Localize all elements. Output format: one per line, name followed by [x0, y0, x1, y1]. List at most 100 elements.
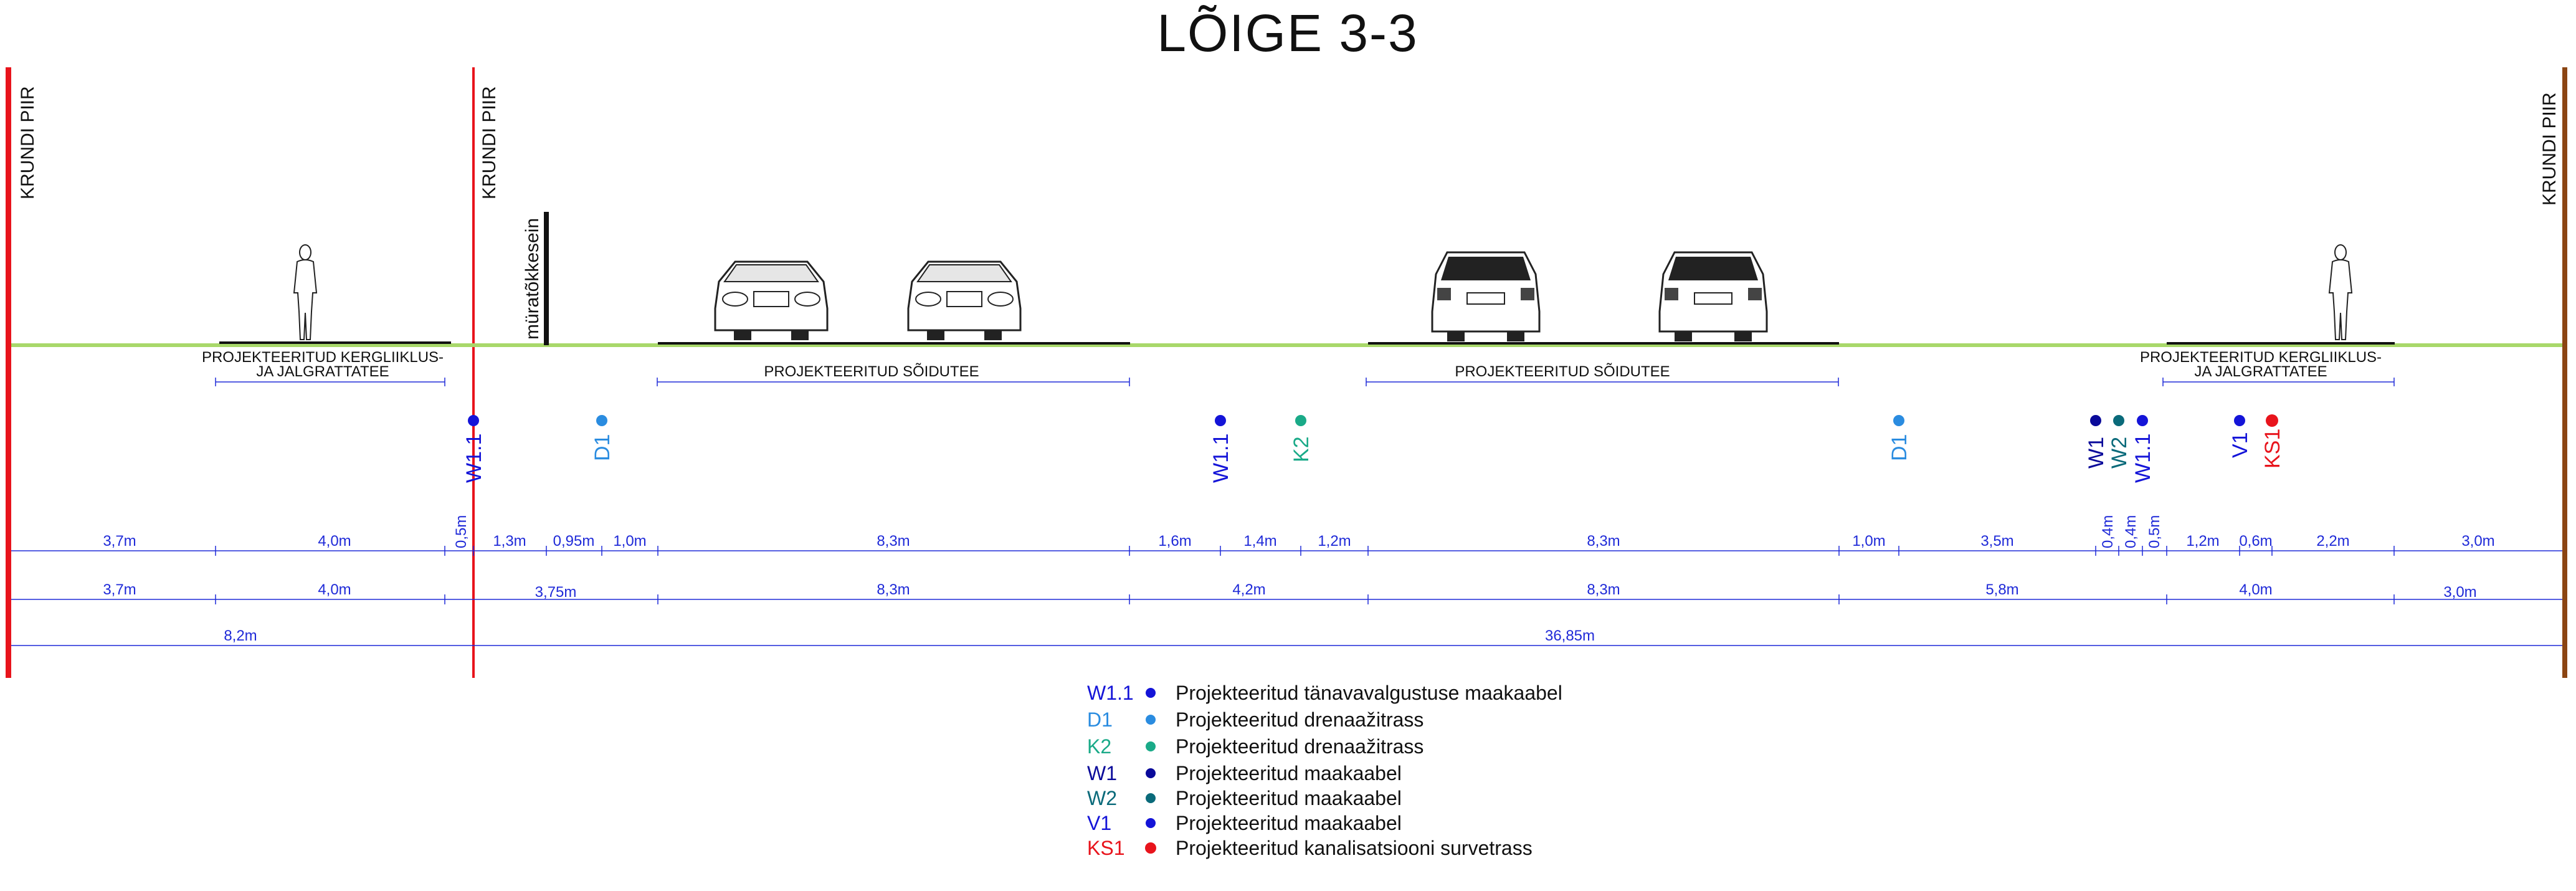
- legend-description: Projekteeritud maakaabel: [1176, 762, 1402, 784]
- dim-label: 3,0m: [2443, 584, 2476, 601]
- utility-code-w2: W2: [2108, 437, 2131, 469]
- property-label-right: KRUNDI PIIR: [2539, 92, 2560, 206]
- legend-description: Projekteeritud drenaažitrass: [1176, 708, 1423, 731]
- utility-marker: K2: [1290, 415, 1313, 462]
- dim-label: 1,0m: [1852, 533, 1885, 550]
- utility-dot-w1-1-a: [468, 415, 479, 426]
- dim-ticks-row-2: [215, 594, 2395, 604]
- utility-marker: D1: [1888, 415, 1911, 461]
- legend-dot: [1145, 842, 1156, 854]
- legend-code: D1: [1087, 708, 1113, 731]
- legend-description: Projekteeritud kanalisatsiooni survetras…: [1176, 837, 1533, 859]
- road-surface-right: [1368, 342, 1839, 345]
- car-rear-icon-2: [1658, 251, 1768, 341]
- legend-item: KS1 Projekteeritud kanalisatsiooni surve…: [1087, 837, 1533, 859]
- road-right-label: PROJEKTEERITUD SÕIDUTEE: [1455, 363, 1670, 380]
- legend-code: K2: [1087, 735, 1111, 758]
- utility-code-v1: V1: [2228, 432, 2252, 458]
- path-right-label-line1: PROJEKTEERITUD KERGLIIKLUS-: [2140, 349, 2382, 366]
- utility-dot-k2: [1295, 415, 1306, 426]
- dimension-row-1: 3,7m 4,0m 0,5m 1,3m 0,95m 1,0m 8,3m 1,6m…: [11, 515, 2562, 556]
- property-boundary-right: KRUNDI PIIR: [2539, 67, 2567, 678]
- legend-code: W1.1: [1087, 682, 1134, 704]
- utility-dot-w1-1-b: [1215, 415, 1226, 426]
- surface-label-path-right: PROJEKTEERITUD KERGLIIKLUS- JA JALGRATTA…: [2140, 349, 2395, 386]
- dim-label: 8,3m: [1587, 581, 1620, 598]
- legend-item: V1 Projekteeritud maakaabel: [1087, 812, 1402, 834]
- dim-label: 0,95m: [553, 533, 595, 550]
- legend-dot: [1146, 793, 1156, 803]
- legend-dot: [1146, 688, 1156, 698]
- legend-item: D1 Projekteeritud drenaažitrass: [1087, 708, 1423, 731]
- utility-dot-v1: [2234, 415, 2245, 426]
- utility-code-w1-1-a: W1.1: [462, 434, 486, 483]
- utility-dot-d1-a: [596, 415, 607, 426]
- dimension-row-3: 8,2m 36,85m: [11, 627, 2562, 646]
- utility-dot-d1-b: [1893, 415, 1904, 426]
- legend-code: KS1: [1087, 837, 1124, 859]
- utility-marker: W1.1: [2131, 415, 2155, 483]
- dim-label: 3,0m: [2461, 533, 2494, 550]
- dim-label: 0,6m: [2239, 533, 2272, 550]
- dim-label: 1,6m: [1158, 533, 1191, 550]
- dim-label: 1,2m: [1318, 533, 1351, 550]
- utility-marker: W1.1: [462, 415, 486, 483]
- legend: W1.1 Projekteeritud tänavavalgustuse maa…: [1087, 682, 1562, 859]
- dim-label: 4,0m: [318, 533, 351, 550]
- property-line-right: [2562, 67, 2567, 678]
- car-front-icon-1: [714, 260, 829, 340]
- legend-description: Projekteeritud maakaabel: [1176, 812, 1402, 834]
- surface-label-road-right: PROJEKTEERITUD SÕIDUTEE: [1366, 363, 1839, 386]
- utility-dot-w1: [2090, 415, 2101, 426]
- utility-marker: D1: [591, 415, 614, 461]
- legend-dot: [1146, 768, 1156, 778]
- pedestrian-icon-left: [293, 244, 318, 340]
- noise-barrier-label: müratõkkesein: [522, 218, 543, 340]
- dim-label: 8,3m: [1587, 533, 1620, 550]
- dim-label: 0,5m: [453, 515, 470, 548]
- property-label-left: KRUNDI PIIR: [17, 86, 38, 199]
- dim-label: 3,75m: [535, 584, 577, 601]
- dim-label: 1,2m: [2186, 533, 2219, 550]
- path-left-label-line1: PROJEKTEERITUD KERGLIIKLUS-: [202, 349, 444, 366]
- legend-description: Projekteeritud tänavavalgustuse maakaabe…: [1176, 682, 1562, 704]
- legend-item: W1 Projekteeritud maakaabel: [1087, 762, 1402, 784]
- legend-item: W2 Projekteeritud maakaabel: [1087, 787, 1402, 809]
- utility-marker: KS1: [2261, 414, 2284, 469]
- utility-marker: W1.1: [1209, 415, 1233, 483]
- utility-dot-w2: [2113, 415, 2124, 426]
- legend-item: W1.1 Projekteeritud tänavavalgustuse maa…: [1087, 682, 1562, 704]
- drawing-title: LÕIGE 3-3: [1157, 4, 1419, 62]
- dim-label: 1,3m: [493, 533, 526, 550]
- pedestrian-icon-right: [2328, 244, 2353, 340]
- utility-code-w1-1-b: W1.1: [1209, 434, 1233, 483]
- utility-code-ks1: KS1: [2261, 429, 2284, 469]
- dim-label: 2,2m: [2316, 533, 2349, 550]
- dim-label: 0,4m: [2122, 515, 2139, 548]
- legend-description: Projekteeritud drenaažitrass: [1176, 735, 1423, 758]
- legend-code: W1: [1087, 762, 1117, 784]
- surface-label-road-left: PROJEKTEERITUD SÕIDUTEE: [657, 363, 1130, 386]
- noise-barrier-wall: [544, 212, 549, 345]
- path-right-label-line2: JA JALGRATTATEE: [2194, 363, 2327, 380]
- road-surface-left: [658, 342, 1130, 345]
- dim-ticks-row-1: [215, 546, 2395, 556]
- utility-dot-w1-1-c: [2137, 415, 2148, 426]
- dim-label: 8,3m: [877, 533, 910, 550]
- property-boundary-middle: KRUNDI PIIR: [472, 67, 500, 678]
- dim-label: 36,85m: [1545, 627, 1595, 644]
- path-surface-left: [219, 341, 451, 344]
- dim-label: 8,2m: [224, 627, 257, 644]
- ground-line: [11, 343, 2562, 347]
- path-left-label-line2: JA JALGRATTATEE: [256, 363, 389, 380]
- dim-label: 4,2m: [1232, 581, 1265, 598]
- legend-description: Projekteeritud maakaabel: [1176, 787, 1402, 809]
- path-surface-right: [2167, 342, 2395, 345]
- dim-label: 5,8m: [1985, 581, 2018, 598]
- utility-marker: W1: [2084, 415, 2108, 469]
- property-line-middle: [472, 67, 475, 678]
- dim-label: 3,5m: [1980, 533, 2013, 550]
- utility-code-d1-b: D1: [1888, 434, 1911, 461]
- property-line-left: [6, 67, 11, 678]
